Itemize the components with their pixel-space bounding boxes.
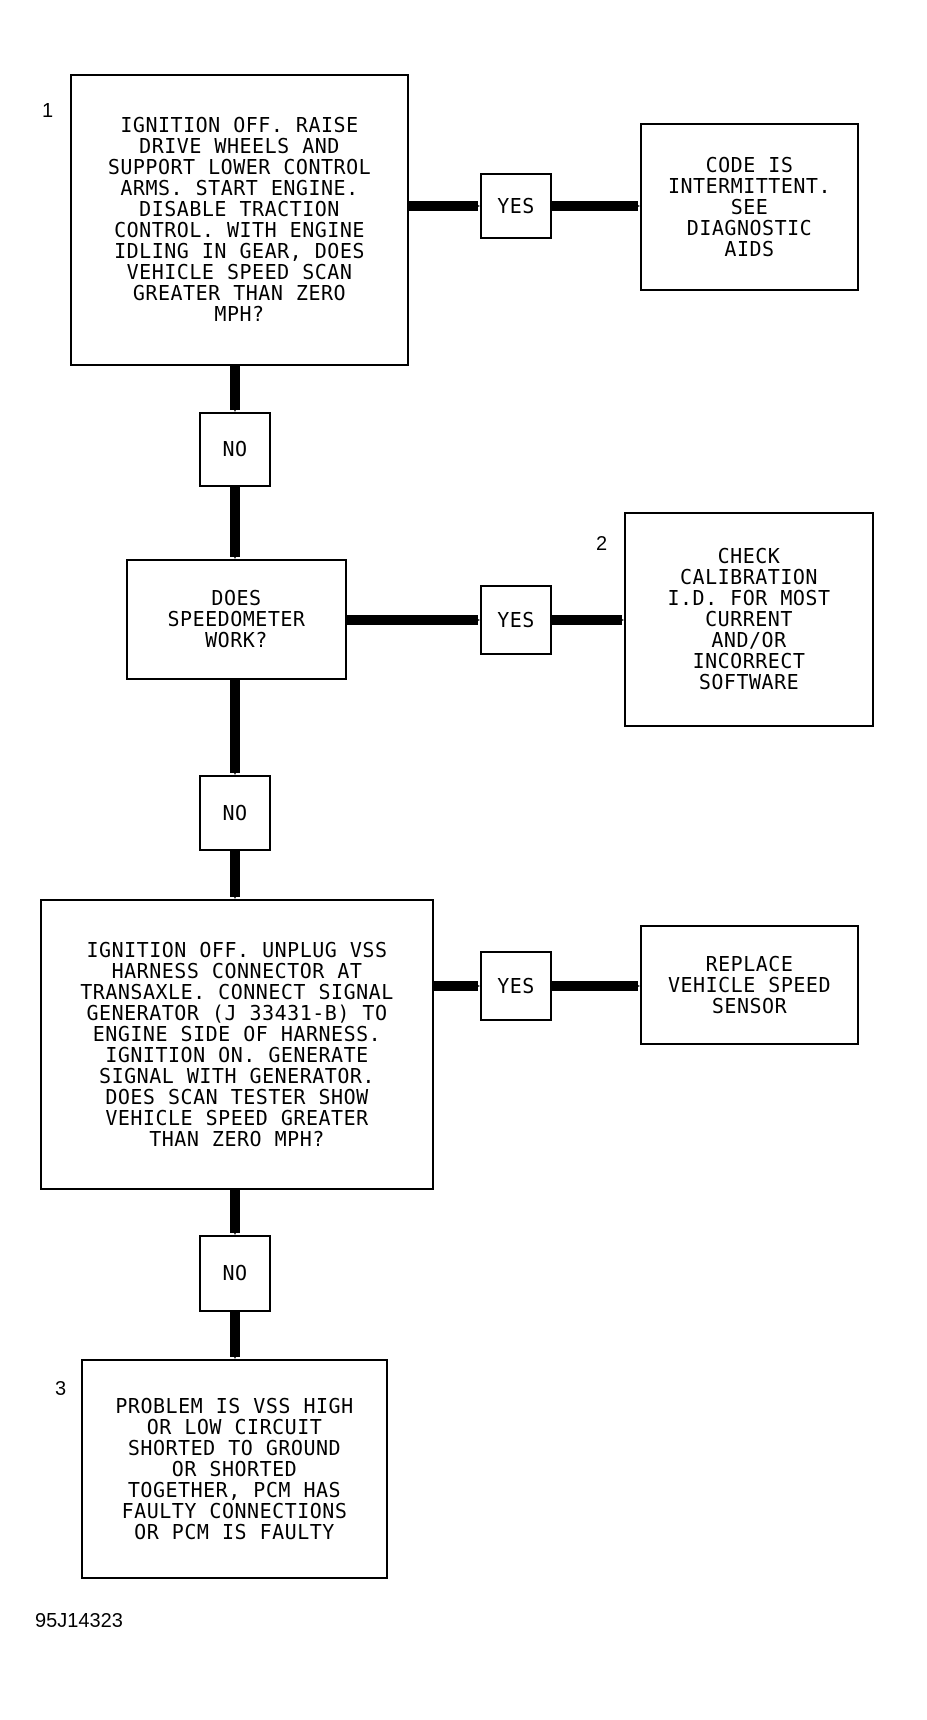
text-line: MPH? — [214, 302, 265, 326]
text-line: ENGINE SIDE OF HARNESS. — [92, 1021, 382, 1046]
text-line: GENERATOR (J 33431-B) TO — [86, 1000, 388, 1025]
text-line: SIGNAL WITH GENERATOR. — [99, 1063, 375, 1088]
text-line: SUPPORT LOWER CONTROL — [107, 155, 372, 179]
text-line: ARMS. START ENGINE. — [120, 176, 359, 200]
figure-id: 95J14323 — [35, 1610, 123, 1632]
text-line: VEHICLE SPEED SCAN — [126, 260, 353, 284]
text-line: I.D. FOR MOST — [667, 586, 831, 610]
text-line: AND/OR — [711, 628, 787, 652]
text-line: IGNITION OFF. RAISE — [120, 113, 359, 137]
text-line: DISABLE TRACTION — [139, 197, 340, 221]
text-line: TRANSAXLE. CONNECT SIGNAL — [80, 979, 394, 1004]
text-line: PROBLEM IS VSS HIGH — [115, 1393, 354, 1418]
text-line: TOGETHER, PCM HAS — [127, 1477, 342, 1502]
no-branch-1: NO — [199, 412, 271, 487]
text-line: DIAGNOSTIC — [686, 215, 813, 240]
text-line: OR LOW CIRCUIT — [146, 1414, 323, 1439]
text-line: CODE IS — [705, 152, 794, 177]
text-line: INTERMITTENT. — [667, 173, 832, 198]
text-line: SHORTED TO GROUND — [127, 1435, 342, 1460]
text-line: CALIBRATION — [680, 565, 818, 589]
text-line: VEHICLE SPEED GREATER — [105, 1105, 369, 1130]
text-line: IDLING IN GEAR, DOES — [114, 239, 365, 263]
text-line: CONTROL. WITH ENGINE — [114, 218, 365, 242]
text-line: AIDS — [724, 236, 775, 261]
text-line: OR PCM IS FAULTY — [134, 1519, 335, 1544]
text-line: DRIVE WHEELS AND — [139, 134, 340, 158]
text-line: FAULTY CONNECTIONS — [121, 1498, 348, 1523]
text-line: INCORRECT — [692, 649, 806, 673]
yes-branch-3: YES — [480, 951, 552, 1021]
text-line: REPLACE — [705, 951, 794, 976]
yes-branch-1: YES — [480, 173, 552, 239]
text-line: CURRENT — [705, 607, 793, 631]
text-line: SPEEDOMETER — [167, 607, 306, 631]
text-line: THAN ZERO MPH? — [149, 1126, 325, 1151]
text-line: VEHICLE SPEED — [667, 972, 832, 997]
no-branch-2: NO — [199, 775, 271, 851]
text-line: OR SHORTED — [171, 1456, 298, 1481]
text-line: IGNITION OFF. UNPLUG VSS — [86, 937, 388, 962]
step-number-2: 2 — [596, 533, 608, 555]
text-line: DOES — [211, 586, 262, 610]
text-line: SENSOR — [711, 993, 788, 1018]
no-branch-3: NO — [199, 1235, 271, 1312]
text-line: HARNESS CONNECTOR AT — [111, 958, 363, 983]
text-line: WORK? — [205, 628, 268, 652]
text-line: IGNITION ON. GENERATE — [105, 1042, 369, 1067]
text-line: CHECK — [717, 544, 781, 568]
text-line: SOFTWARE — [698, 670, 800, 694]
text-line: GREATER THAN ZERO — [132, 281, 347, 305]
step-number-1: 1 — [42, 100, 54, 122]
text-line: DOES SCAN TESTER SHOW — [105, 1084, 369, 1109]
text-line: SEE — [730, 194, 769, 219]
step-number-3: 3 — [55, 1378, 67, 1400]
yes-branch-2: YES — [480, 585, 552, 655]
